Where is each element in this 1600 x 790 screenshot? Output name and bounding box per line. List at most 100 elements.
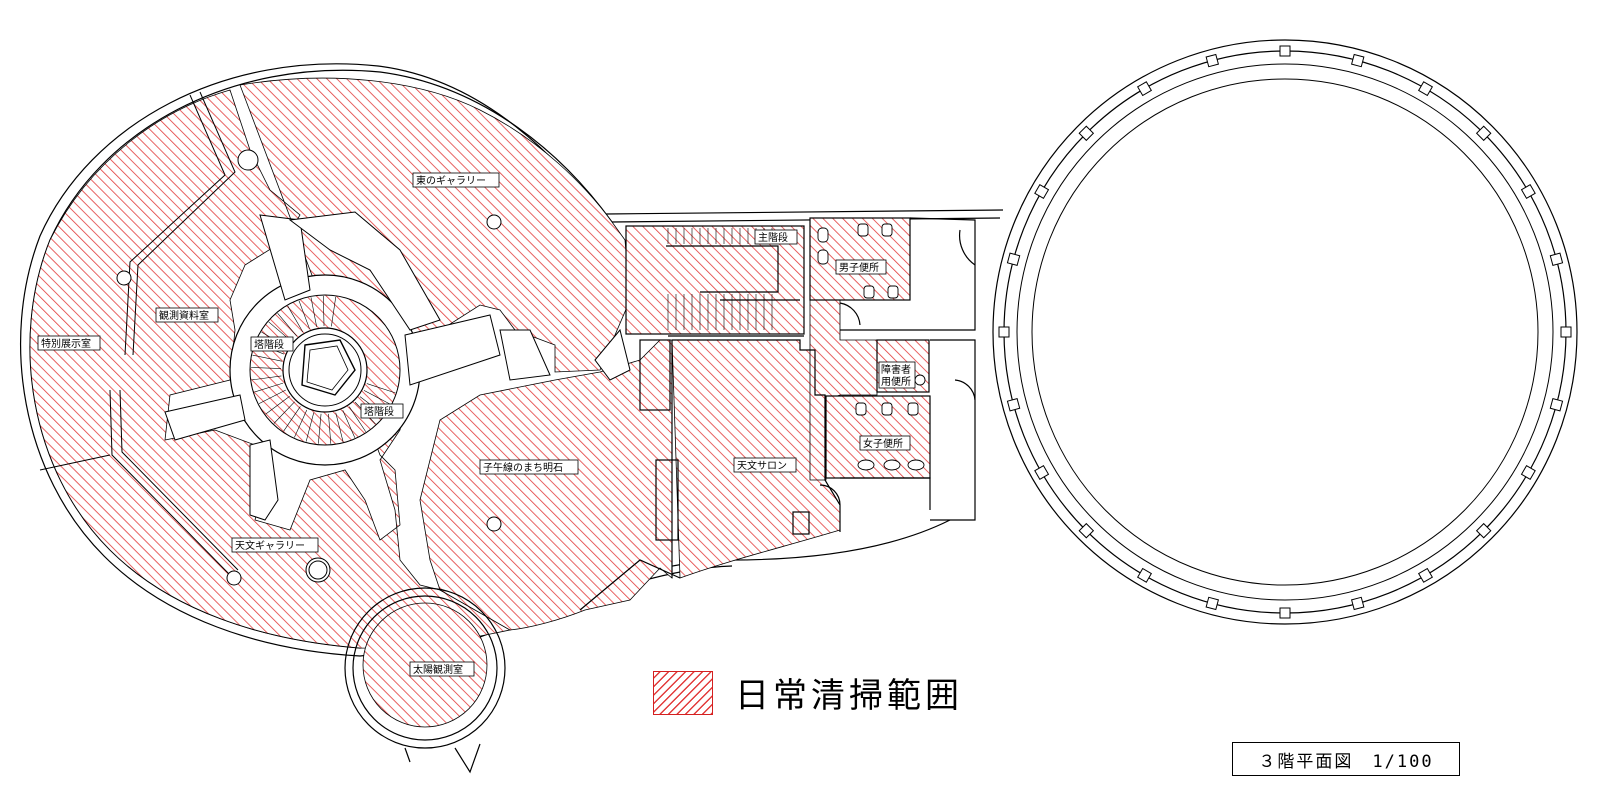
dome-notch xyxy=(1078,125,1095,142)
drawing-title-scale: ３階平面図 1/100 xyxy=(1232,742,1460,776)
label-special-exhibit: 特別展示室 xyxy=(37,335,101,351)
sink xyxy=(857,459,875,471)
cleaning-areas xyxy=(29,77,931,728)
dome-notch xyxy=(1520,183,1536,200)
toilet xyxy=(855,402,867,416)
legend: 日常清掃範囲 xyxy=(653,668,963,717)
stair-tread xyxy=(251,367,282,369)
dome-notch xyxy=(1205,53,1220,68)
stair-tread xyxy=(273,401,295,424)
dome-notch xyxy=(1205,596,1220,611)
dome-notch xyxy=(1417,81,1434,97)
stair-tread xyxy=(277,313,298,337)
dome-notch xyxy=(1034,464,1050,481)
label-solar-observation: 太陽観測室 xyxy=(409,661,475,677)
dome-notch xyxy=(1549,252,1564,267)
tower-core xyxy=(229,274,421,466)
corridor-walls xyxy=(164,211,631,521)
dome-notch xyxy=(1475,522,1492,539)
toilet xyxy=(881,402,893,416)
toilet xyxy=(857,223,869,237)
sink xyxy=(907,459,925,471)
main-stairs-treads xyxy=(667,228,773,330)
label-observation-data: 観測資料室 xyxy=(155,307,219,323)
dome-notch xyxy=(1279,607,1291,619)
dome-notch xyxy=(1034,183,1050,200)
dome-notch xyxy=(1549,397,1564,412)
dome-wall-notches xyxy=(998,45,1572,619)
svg-text:主階段: 主階段 xyxy=(758,231,788,244)
main-stairs-walls xyxy=(625,225,805,541)
salon-walls xyxy=(579,335,841,611)
dome-notch xyxy=(1006,397,1021,412)
label-east-gallery: 東のギャラリー xyxy=(412,172,500,188)
svg-text:障害者: 障害者 xyxy=(881,363,911,376)
dome-notch xyxy=(1560,326,1572,338)
stair-tread xyxy=(305,412,315,442)
dome-notch xyxy=(1417,567,1434,583)
stair-tread xyxy=(283,406,301,432)
toilet xyxy=(863,285,875,299)
restroom-fixtures xyxy=(817,223,926,471)
label-mens-restroom: 男子便所 xyxy=(835,259,887,275)
sink xyxy=(883,459,901,471)
dome-notch xyxy=(1279,45,1291,57)
svg-text:塔階段: 塔階段 xyxy=(364,405,394,418)
toilet xyxy=(881,223,893,237)
svg-text:特別展示室: 特別展示室 xyxy=(41,337,91,350)
dome-notch xyxy=(1078,522,1095,539)
label-main-stairs: 主階段 xyxy=(754,229,798,245)
dome-notch xyxy=(1520,464,1536,481)
stair-tread xyxy=(348,406,367,432)
stair-tread xyxy=(258,389,286,404)
urinal xyxy=(817,227,829,243)
label-womens-restroom: 女子便所 xyxy=(859,435,911,451)
stair-tread xyxy=(294,409,308,438)
legend-hatch-swatch xyxy=(653,670,713,715)
toilet xyxy=(907,402,919,416)
stair-tread xyxy=(298,300,310,329)
label-astronomy-salon: 天文サロン xyxy=(733,457,797,473)
dome-notch xyxy=(1350,596,1365,611)
label-meridian-town: 子午線のまち明石 xyxy=(479,459,579,475)
stair-tread xyxy=(363,390,391,405)
dome-notch xyxy=(1475,125,1492,142)
stair-tread xyxy=(252,354,282,362)
dome-notch xyxy=(1006,252,1021,267)
restroom-walls xyxy=(809,217,976,521)
svg-text:観測資料室: 観測資料室 xyxy=(159,309,209,322)
svg-text:子午線のまち明石: 子午線のまち明石 xyxy=(483,461,563,474)
svg-text:天文サロン: 天文サロン xyxy=(737,459,787,472)
stair-tread xyxy=(318,413,322,444)
stair-tread xyxy=(323,296,325,327)
stair-tread xyxy=(251,375,282,381)
room-labels: 東のギャラリー 主階段 男子便所 観測資料室 特別展示室 塔階段 塔階段 障害者… xyxy=(37,172,916,677)
svg-text:用便所: 用便所 xyxy=(881,375,911,388)
dome-notch xyxy=(1350,53,1365,68)
solar-room-walls xyxy=(344,587,506,774)
stair-tread xyxy=(342,410,356,438)
stair-tread xyxy=(331,296,337,327)
stair-tread xyxy=(328,413,332,444)
svg-text:天文ギャラリー: 天文ギャラリー xyxy=(235,539,305,552)
partition-walls xyxy=(39,91,502,586)
stair-tread xyxy=(265,396,290,415)
svg-text:塔階段: 塔階段 xyxy=(254,338,284,351)
dome-notch xyxy=(1136,567,1153,583)
legend-label: 日常清掃範囲 xyxy=(735,676,963,716)
svg-text:男子便所: 男子便所 xyxy=(839,261,879,274)
dome-notch xyxy=(998,326,1010,338)
label-tower-stairs-2: 塔階段 xyxy=(360,403,404,419)
svg-text:女子便所: 女子便所 xyxy=(863,437,903,450)
stair-tread xyxy=(366,383,396,394)
urinal xyxy=(817,249,829,265)
label-astronomy-gallery: 天文ギャラリー xyxy=(231,537,319,553)
stair-tread xyxy=(335,412,344,442)
toilet xyxy=(887,285,899,299)
stair-tread xyxy=(287,305,304,333)
label-tower-stairs-1: 塔階段 xyxy=(250,336,294,352)
dome-notch xyxy=(1136,81,1153,97)
stair-tread xyxy=(254,382,284,393)
